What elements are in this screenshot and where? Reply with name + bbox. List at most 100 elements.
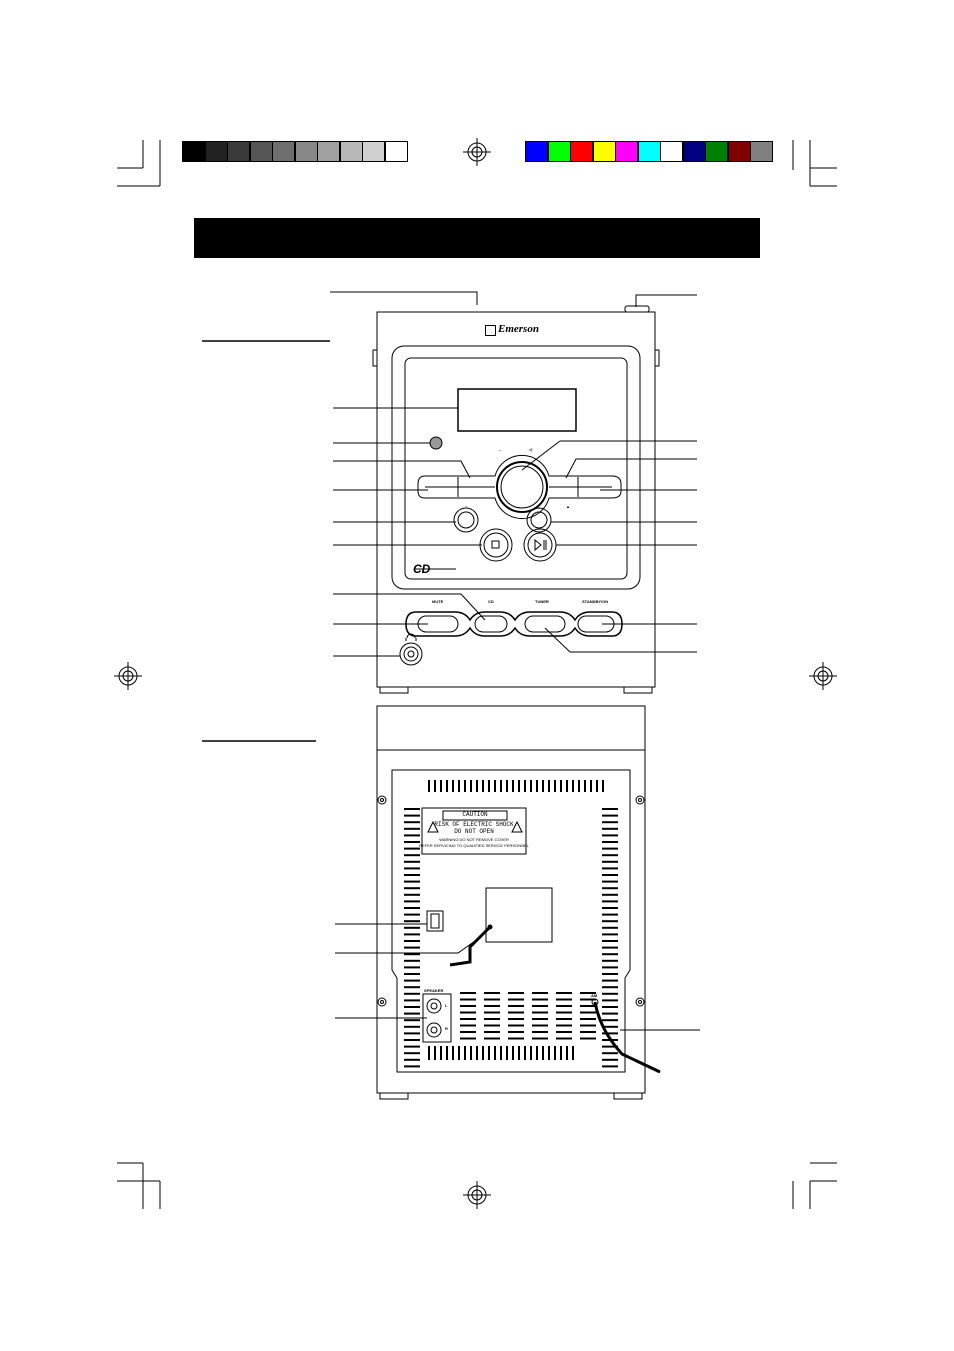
vent-slot — [518, 780, 520, 792]
vent-slot — [404, 1065, 420, 1068]
vent-slot — [536, 1046, 538, 1060]
vent-slot — [506, 1046, 508, 1060]
vent-slot — [494, 780, 496, 792]
vent-slot — [532, 1031, 548, 1033]
vent-slot — [484, 1031, 500, 1033]
vent-slot — [602, 814, 618, 817]
vent-slot — [428, 1046, 430, 1060]
vent-slot — [602, 973, 618, 975]
vent-slot — [580, 1031, 596, 1033]
speaker-r-label: R — [445, 1026, 448, 1031]
mute-button-label: MUTE — [432, 599, 444, 604]
vent-slot — [404, 973, 420, 975]
vent-slot — [488, 1046, 490, 1060]
vent-slot — [484, 1005, 500, 1007]
vent-slot — [532, 1011, 548, 1014]
standby-button-label: STANDBY/ON — [582, 599, 609, 604]
prog-label: ▲ — [566, 504, 570, 509]
vent-slot — [602, 999, 618, 1002]
vent-slot — [404, 933, 420, 936]
vent-slot — [404, 1032, 420, 1035]
vent-slot — [482, 780, 484, 792]
vent-slot — [602, 1045, 618, 1048]
vent-slot — [460, 1018, 476, 1020]
vent-slot — [602, 860, 618, 863]
vent-slot — [404, 926, 420, 929]
vent-slot — [446, 780, 448, 792]
vent-slot — [602, 992, 618, 995]
vent-slot — [404, 992, 420, 995]
caution-line-2: DO NOT OPEN — [454, 828, 494, 835]
vent-slot — [512, 1046, 514, 1060]
vent-slot — [532, 1018, 548, 1020]
vent-slot — [404, 940, 420, 942]
vent-slot — [560, 1046, 562, 1060]
calibration-swatch — [384, 141, 408, 162]
vent-slot — [556, 1005, 572, 1007]
vent-slot — [524, 780, 526, 792]
vent-slot — [434, 780, 436, 792]
vent-slot — [404, 860, 420, 863]
vent-slot — [602, 1006, 618, 1008]
vent-slot — [542, 780, 544, 792]
vent-slot — [404, 979, 420, 982]
vent-slot — [484, 1018, 500, 1020]
vent-slot — [404, 834, 420, 837]
vent-slot — [602, 1039, 618, 1041]
vent-slot — [602, 1065, 618, 1068]
vent-slot — [602, 841, 618, 843]
vent-slot — [556, 1024, 572, 1027]
vent-slot — [404, 1006, 420, 1008]
vent-slot — [460, 1037, 476, 1040]
vent-slot — [572, 780, 574, 792]
vent-slot — [404, 1045, 420, 1048]
vent-slot — [554, 1046, 556, 1060]
vent-slot — [584, 780, 586, 792]
vent-slot — [404, 907, 420, 909]
vent-slot — [404, 913, 420, 916]
vent-slot — [404, 867, 420, 870]
vent-slot — [532, 1005, 548, 1007]
vent-slot — [602, 1012, 618, 1015]
vent-slot — [602, 867, 618, 870]
vent-slot — [602, 907, 618, 909]
vent-slot — [580, 992, 596, 994]
vent-slot — [602, 893, 618, 896]
warning-line-1: WARNING:DO NOT REMOVE COVER — [439, 837, 509, 842]
am-antenna-label: AM — [591, 993, 598, 998]
vent-slot — [602, 1025, 618, 1028]
vent-slot — [542, 1046, 544, 1060]
vent-slot — [580, 1005, 596, 1007]
back-view-diagram — [202, 705, 700, 1100]
vent-slot — [404, 959, 420, 962]
vent-slot — [458, 780, 460, 792]
caution-line-1: RISK OF ELECTRIC SHOCK — [434, 821, 514, 828]
vent-slot — [464, 780, 466, 792]
vent-slot — [508, 1024, 524, 1027]
vent-slot — [446, 1046, 448, 1060]
vent-slot — [494, 1046, 496, 1060]
vent-slot — [488, 780, 490, 792]
vent-slot — [470, 1046, 472, 1060]
vent-slot — [518, 1046, 520, 1060]
vent-slot — [556, 992, 572, 994]
vent-slot — [460, 998, 476, 1001]
vent-slot — [596, 780, 598, 792]
vent-slot — [602, 953, 618, 956]
vent-slot — [460, 1011, 476, 1014]
vent-slot — [452, 780, 454, 792]
vent-slot — [500, 1046, 502, 1060]
vent-slot — [460, 1031, 476, 1033]
vent-slot — [532, 998, 548, 1001]
vent-slot — [572, 1046, 574, 1060]
vent-slot — [484, 1024, 500, 1027]
vent-slot — [404, 808, 420, 810]
vent-slot — [458, 1046, 460, 1060]
vent-slot — [434, 1046, 436, 1060]
vent-slot — [404, 986, 420, 989]
vent-slot — [508, 1031, 524, 1033]
vent-slot — [404, 953, 420, 956]
vent-slot — [404, 880, 420, 883]
vent-slot — [404, 821, 420, 824]
